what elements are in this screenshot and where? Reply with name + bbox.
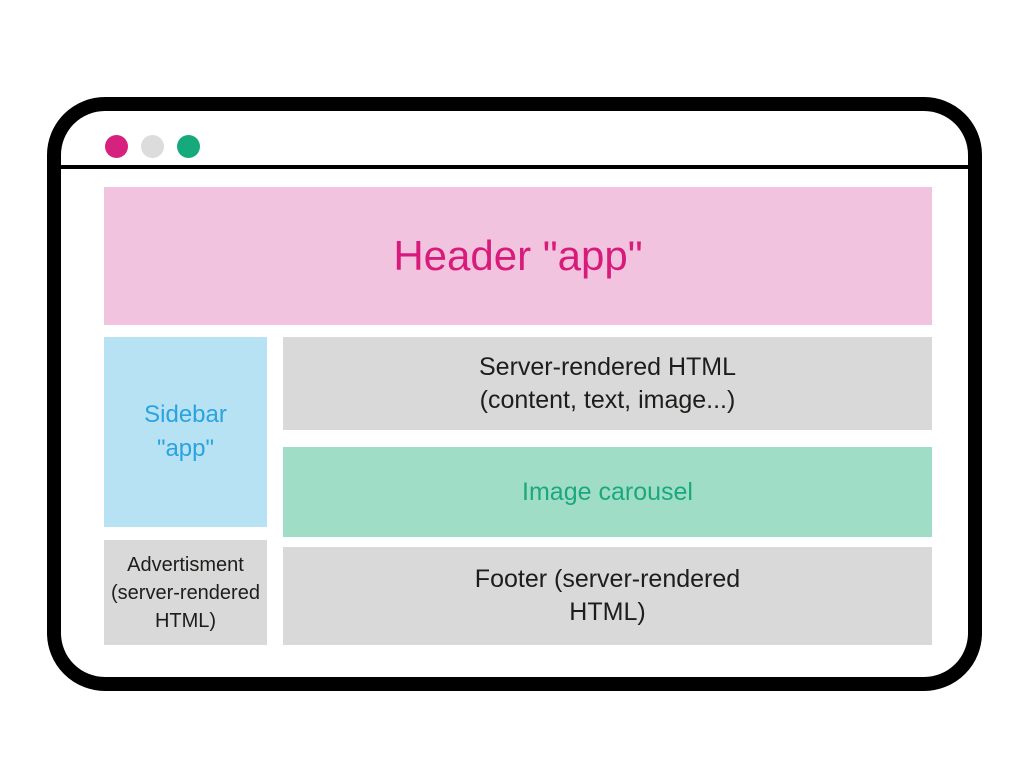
footer-label: Footer (server-rendered HTML) [475,563,740,629]
header-label: Header "app" [393,232,643,279]
footer-line-2: HTML) [569,598,646,626]
advertisment-line-1: Advertisment [127,553,244,576]
image-carousel-block: Image carousel [283,447,932,537]
advertisment-block: Advertisment (server-rendered HTML) [104,540,267,645]
sidebar-block: Sidebar "app" [104,337,267,527]
sidebar-label-line-2: "app" [156,435,215,462]
image-carousel-label: Image carousel [522,477,693,506]
footer-block: Footer (server-rendered HTML) [283,547,932,645]
advertisment-label: Advertisment (server-rendered HTML) [111,551,260,635]
window-green-dot-icon [177,135,200,158]
footer-line-1: Footer (server-rendered [474,565,741,593]
sidebar-label-line-1: Sidebar [144,401,227,428]
server-rendered-html-line-2: (content, text, image...) [479,385,736,414]
browser-titlebar [61,111,968,169]
window-gray-dot-icon [141,135,164,158]
advertisment-line-3: HTML) [154,609,217,632]
window-pink-dot-icon [105,135,128,158]
advertisment-line-2: (server-rendered [111,581,260,604]
server-rendered-html-line-1: Server-rendered HTML [478,352,737,381]
header-block: Header "app" [104,187,932,325]
sidebar-label: Sidebar "app" [144,398,227,466]
server-rendered-html-block: Server-rendered HTML (content, text, ima… [283,337,932,430]
browser-window: Header "app" Sidebar "app" Server-render… [47,97,982,691]
server-rendered-html-label: Server-rendered HTML (content, text, ima… [479,351,736,417]
